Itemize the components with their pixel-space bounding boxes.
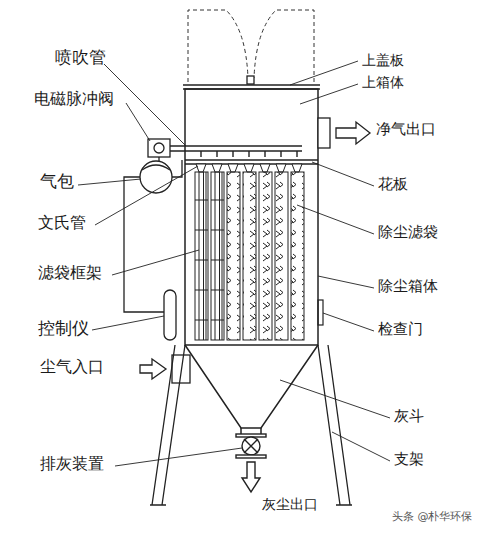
- leader-lines: [297, 205, 374, 234]
- leader-lines: [126, 103, 150, 141]
- hopper: [240, 428, 242, 434]
- part-name: 除尘箱体: [378, 278, 438, 295]
- part-name: 灰尘出口: [262, 496, 318, 512]
- part-name: 花板: [378, 176, 408, 193]
- pulse-valve-and-header: [154, 143, 164, 153]
- part-name: 灰斗: [394, 408, 424, 425]
- part-name: 检查门: [378, 321, 423, 338]
- pulse-valve-and-header: [158, 157, 159, 161]
- hinged-cover-dashed: [254, 10, 314, 82]
- housing: [185, 159, 318, 161]
- filter-bags: [227, 172, 240, 340]
- controller: [164, 290, 176, 340]
- top-cover-plate: [183, 76, 320, 89]
- clean-gas-outlet: [318, 118, 330, 148]
- bag-frames: [199, 172, 206, 340]
- pulse-valve-and-header: [130, 160, 182, 177]
- discharge-valve: [236, 455, 266, 458]
- bag-frames: [195, 172, 208, 340]
- leader-lines: [92, 316, 164, 330]
- part-name: 除尘滤袋: [378, 224, 438, 241]
- leader-lines: [312, 162, 374, 186]
- leader-lines: [104, 64, 186, 146]
- discharge-valve: [236, 434, 266, 492]
- leader-lines: [280, 380, 390, 418]
- leader-lines: [300, 84, 358, 104]
- pulse-valve-and-header: [130, 139, 182, 193]
- leader-lines: [95, 166, 198, 225]
- support-legs: [150, 345, 352, 505]
- housing: [318, 300, 323, 325]
- watermark: 头条 @朴华环保: [392, 511, 473, 524]
- blow-pipe: [170, 150, 302, 151]
- venturi-tubes: [196, 164, 302, 172]
- part-name: 电磁脉冲阀: [34, 90, 114, 108]
- leader-lines: [332, 432, 390, 461]
- part-name: 文氏管: [38, 214, 86, 232]
- part-name: 上箱体: [362, 74, 404, 90]
- clean-gas-outlet: [336, 122, 370, 144]
- pulse-valve-and-header: [148, 139, 170, 157]
- part-name: 控制仪: [38, 319, 89, 339]
- leader-lines: [115, 448, 242, 466]
- leader-lines: [78, 61, 390, 466]
- blow-pipe: [170, 146, 302, 157]
- blow-pipe: [170, 145, 302, 146]
- pulse-valve-and-header: [140, 161, 172, 193]
- hopper: [185, 345, 318, 434]
- filter-bags: [259, 172, 272, 340]
- filter-bags: [243, 172, 256, 340]
- filter-bags: [291, 172, 304, 340]
- discharge-valve: [242, 462, 260, 492]
- discharge-valve: [242, 437, 260, 455]
- part-name: 尘气入口: [40, 358, 104, 376]
- support-legs: [318, 345, 352, 505]
- bag-frames: [211, 172, 224, 340]
- part-name: 排灰装置: [40, 455, 104, 473]
- part-name: 支架: [394, 451, 424, 468]
- leader-lines: [318, 276, 374, 288]
- part-name: 上盖板: [362, 52, 404, 68]
- part-name: 净气出口: [376, 121, 436, 138]
- filter-bags: [275, 172, 288, 340]
- filter-bags: [227, 172, 304, 340]
- venturi-tubes: [196, 164, 302, 172]
- part-name: 气包: [40, 172, 74, 192]
- hinged-cover-dashed: [188, 10, 314, 82]
- bag-frames: [215, 172, 222, 340]
- dust-gas-inlet: [140, 359, 166, 379]
- clean-gas-outlet: [318, 118, 370, 148]
- part-name: 滤袋框架: [38, 264, 102, 282]
- leader-lines: [78, 179, 141, 185]
- housing: [185, 89, 323, 345]
- support-legs: [150, 345, 185, 505]
- top-cover-plate: [247, 76, 254, 84]
- hinged-cover-dashed: [188, 10, 248, 82]
- hopper: [260, 428, 262, 434]
- part-name: 喷吹管: [55, 48, 106, 68]
- leader-lines: [290, 61, 358, 85]
- bag-frames: [195, 200, 224, 320]
- blow-pipe: [201, 151, 297, 157]
- bag-frames: [195, 172, 224, 340]
- leader-lines: [323, 313, 374, 331]
- housing: [185, 89, 318, 345]
- leader-lines: [112, 250, 199, 275]
- discharge-valve: [244, 439, 258, 453]
- pulse-valve-and-header: [142, 165, 170, 170]
